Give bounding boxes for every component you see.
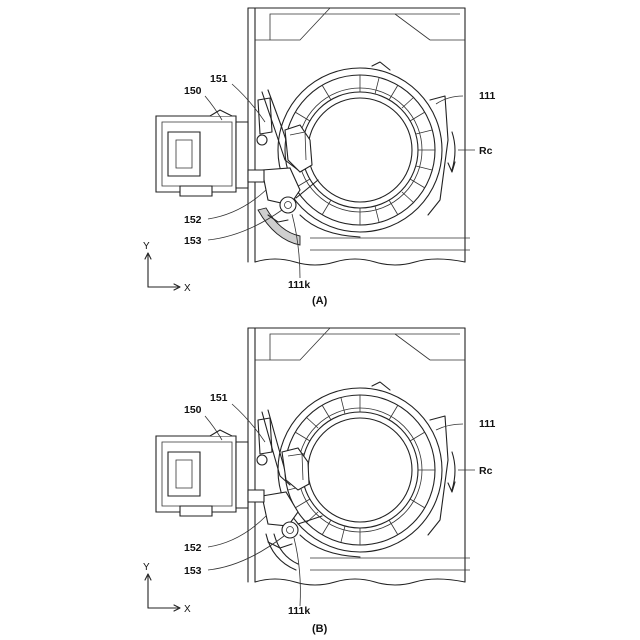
figure-a: 150 151 111 Rc 152 153 111k Y X (A) xyxy=(0,0,640,320)
ref-label-rc: Rc xyxy=(479,145,493,157)
ref-label-153: 153 xyxy=(184,235,202,247)
ref-label-111: 111 xyxy=(479,418,496,430)
axis-label-y: Y xyxy=(143,562,150,573)
ref-label-111k: 111k xyxy=(288,279,310,291)
figure-caption-b: (B) xyxy=(312,623,328,635)
figure-b-drawing: 150 151 111 Rc 152 153 111k Y X (B) xyxy=(0,320,640,640)
axis-label-x: X xyxy=(184,604,191,615)
rotation-arrow-rc xyxy=(448,132,455,172)
stopper-151 xyxy=(257,90,312,172)
ref-label-111k: 111k xyxy=(288,605,310,617)
figure-caption-a: (A) xyxy=(312,295,328,307)
figure-a-drawing: 150 151 111 Rc 152 153 111k Y X (A) xyxy=(0,0,640,320)
ref-label-rc: Rc xyxy=(479,465,493,477)
axis-label-x: X xyxy=(184,283,191,294)
actuator-150 xyxy=(156,110,264,196)
ref-label-152: 152 xyxy=(184,542,202,554)
axis-indicator-b xyxy=(145,574,180,611)
ref-label-152: 152 xyxy=(184,214,202,226)
axis-indicator-a xyxy=(145,253,180,290)
ref-label-111: 111 xyxy=(479,90,496,102)
ref-label-151: 151 xyxy=(210,73,228,85)
actuator-150 xyxy=(156,430,264,516)
ref-label-150: 150 xyxy=(184,85,202,97)
axis-label-y: Y xyxy=(143,241,150,252)
ref-label-151: 151 xyxy=(210,392,228,404)
ref-label-153: 153 xyxy=(184,565,202,577)
figure-b: 150 151 111 Rc 152 153 111k Y X (B) xyxy=(0,320,640,640)
rotation-arrow-rc xyxy=(448,452,455,492)
ref-label-150: 150 xyxy=(184,404,202,416)
